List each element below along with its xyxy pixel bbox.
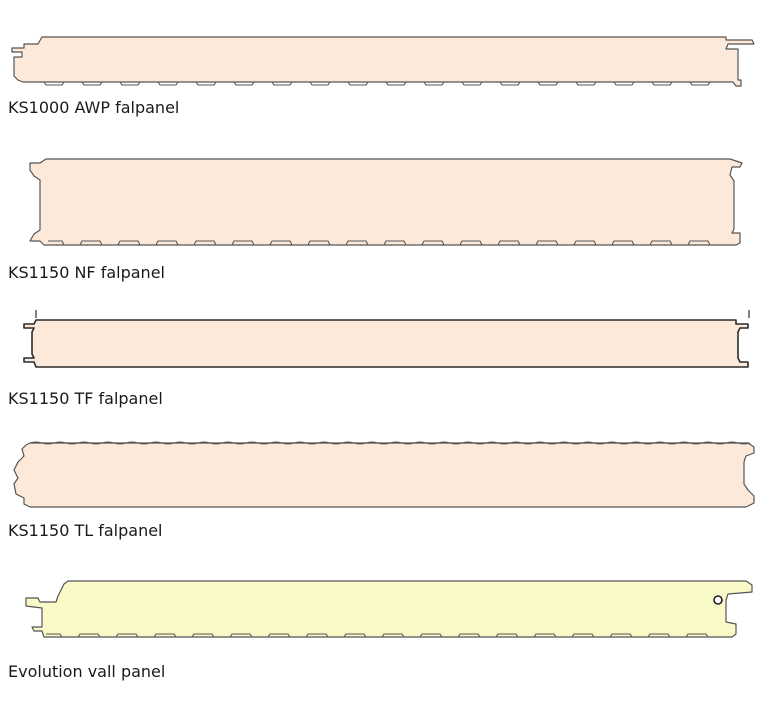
panel-ks1150-tf-shape — [23, 319, 749, 368]
panel-evolution-shape — [25, 580, 753, 638]
gasket-icon — [713, 595, 723, 605]
panel-ks1150-nf-ribs — [48, 240, 726, 246]
panel-ks1150-nf-shape — [29, 158, 743, 246]
panel-ks1000-awp-shape — [11, 36, 755, 87]
panel-evolution-ribs — [46, 633, 724, 638]
panel-ks1000-awp-ribs — [30, 81, 728, 86]
panel-label-evolution: Evolution vall panel — [8, 662, 166, 681]
panel-label-ks1150-tl: KS1150 TL falpanel — [8, 521, 163, 540]
panel-label-ks1150-nf: KS1150 NF falpanel — [8, 263, 165, 282]
panel-label-ks1000-awp: KS1000 AWP falpanel — [8, 98, 180, 117]
panel-ks1150-tl-ribs — [29, 441, 751, 445]
panel-ks1150-tl-shape — [13, 442, 755, 508]
panel-label-ks1150-tf: KS1150 TF falpanel — [8, 389, 163, 408]
